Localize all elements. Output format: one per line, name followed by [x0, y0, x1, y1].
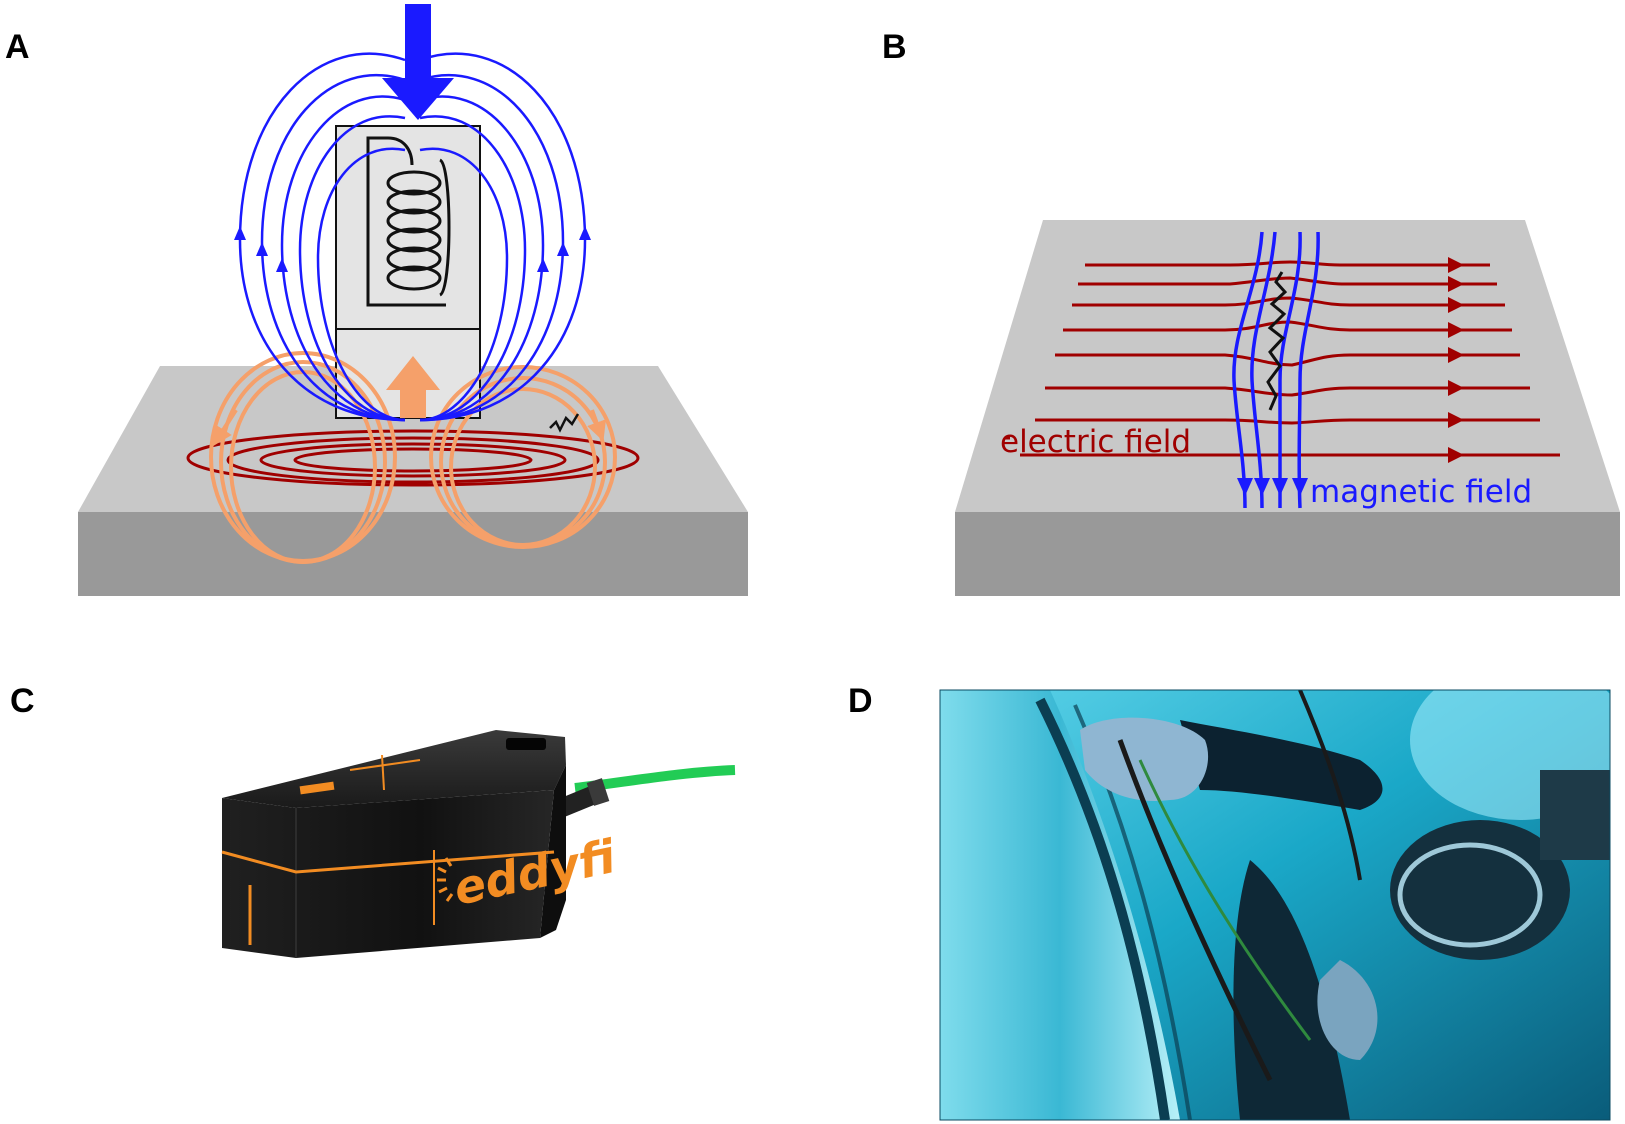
- panel-b: B: [882, 28, 1620, 596]
- panel-letter-a: A: [5, 28, 30, 66]
- arrow-icon: [1448, 297, 1464, 313]
- probe-label: [299, 781, 335, 795]
- probe-front-face: [222, 790, 554, 958]
- arrow-icon: [1272, 478, 1288, 496]
- arrow-icon: [1448, 380, 1464, 396]
- arrow-icon: [1254, 478, 1270, 496]
- cable-connector-ring: [586, 778, 610, 806]
- coil-icon: [366, 136, 451, 307]
- probe-marking: [381, 754, 385, 791]
- magnetic-field-lines-b: [1232, 231, 1320, 509]
- eddy-current-rings: [186, 429, 640, 487]
- arrow-icon: [1448, 347, 1464, 363]
- arrow-icon: [587, 409, 606, 442]
- electric-field-label: electric field: [1000, 424, 1191, 460]
- arrow-icon: [256, 242, 268, 256]
- crack-icon: [549, 413, 580, 433]
- probe-marking: [349, 759, 421, 771]
- arrow-icon: [1448, 447, 1464, 463]
- panel-letter-b: B: [882, 28, 907, 66]
- arrow-icon: [1237, 478, 1253, 496]
- magnetic-field-label: magnetic field: [1310, 474, 1532, 510]
- arrow-icon: [1448, 412, 1464, 428]
- panel-letter-d: D: [848, 682, 873, 720]
- photo-frame: [939, 689, 1611, 1121]
- arrow-icon: [1448, 257, 1464, 273]
- panel-letter-c: C: [10, 682, 35, 720]
- arrow-icon: [386, 356, 440, 418]
- crack-icon: [1266, 271, 1288, 411]
- electric-arrowheads: [1448, 257, 1464, 463]
- panel-a: A: [5, 4, 748, 596]
- secondary-field-loops: [209, 351, 617, 564]
- arrow-icon: [1448, 322, 1464, 338]
- underwater-photo: [940, 690, 1610, 1120]
- arrow-icon: [537, 258, 549, 272]
- brand-logo-rays: [437, 857, 454, 902]
- arrow-icon: [276, 258, 288, 272]
- arrow-icon: [1448, 276, 1464, 292]
- plate-side-a: [78, 512, 748, 596]
- magnetic-arrowheads-a: [234, 226, 591, 272]
- panel-c: C eddyfi: [10, 682, 736, 958]
- plate-side-b: [955, 512, 1620, 596]
- arrow-icon: [557, 242, 569, 256]
- panel-d: D: [848, 682, 1611, 1121]
- magnetic-arrowheads-b: [1237, 478, 1308, 496]
- arrow-icon: [579, 226, 591, 240]
- arrow-icon: [382, 4, 454, 120]
- arrow-icon: [212, 408, 238, 447]
- arrow-icon: [234, 226, 246, 240]
- probe-orange-band: [221, 850, 555, 874]
- arrow-icon: [1292, 478, 1308, 496]
- probe-handle-recess: [506, 738, 546, 750]
